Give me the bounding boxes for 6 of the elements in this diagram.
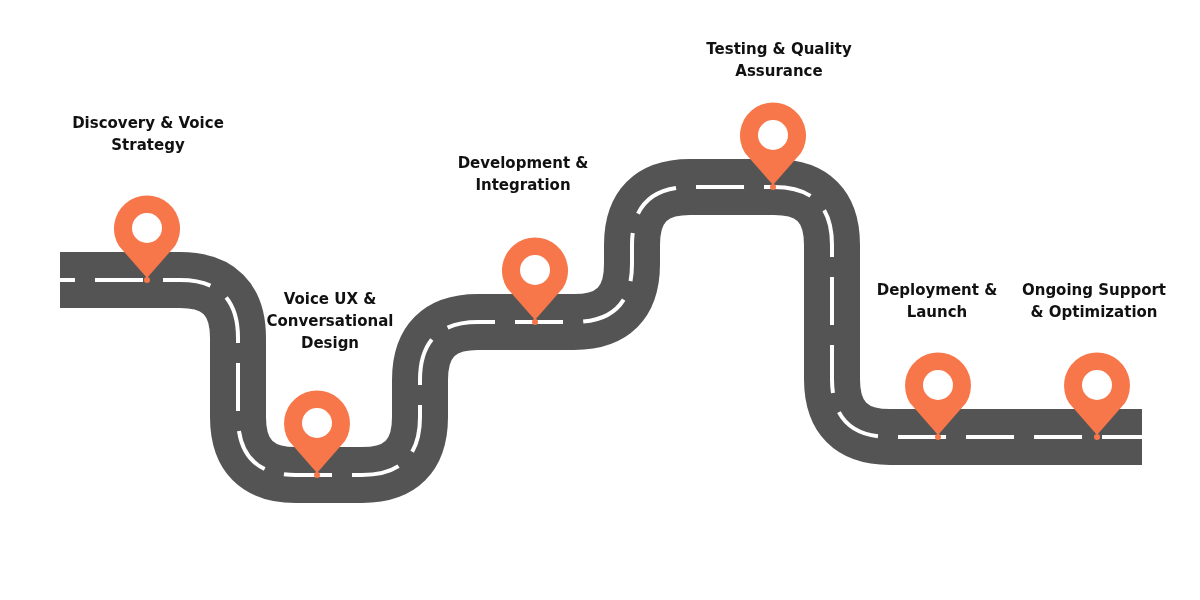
milestone-label: Development & Integration	[456, 153, 590, 196]
milestone-label: Voice UX & Conversational Design	[265, 289, 395, 354]
milestone-label: Testing & Quality Assurance	[705, 39, 853, 82]
milestone-label: Discovery & Voice Strategy	[71, 113, 225, 156]
milestone-label: Deployment & Launch	[875, 280, 999, 323]
milestone-label: Ongoing Support & Optimization	[1020, 280, 1168, 323]
